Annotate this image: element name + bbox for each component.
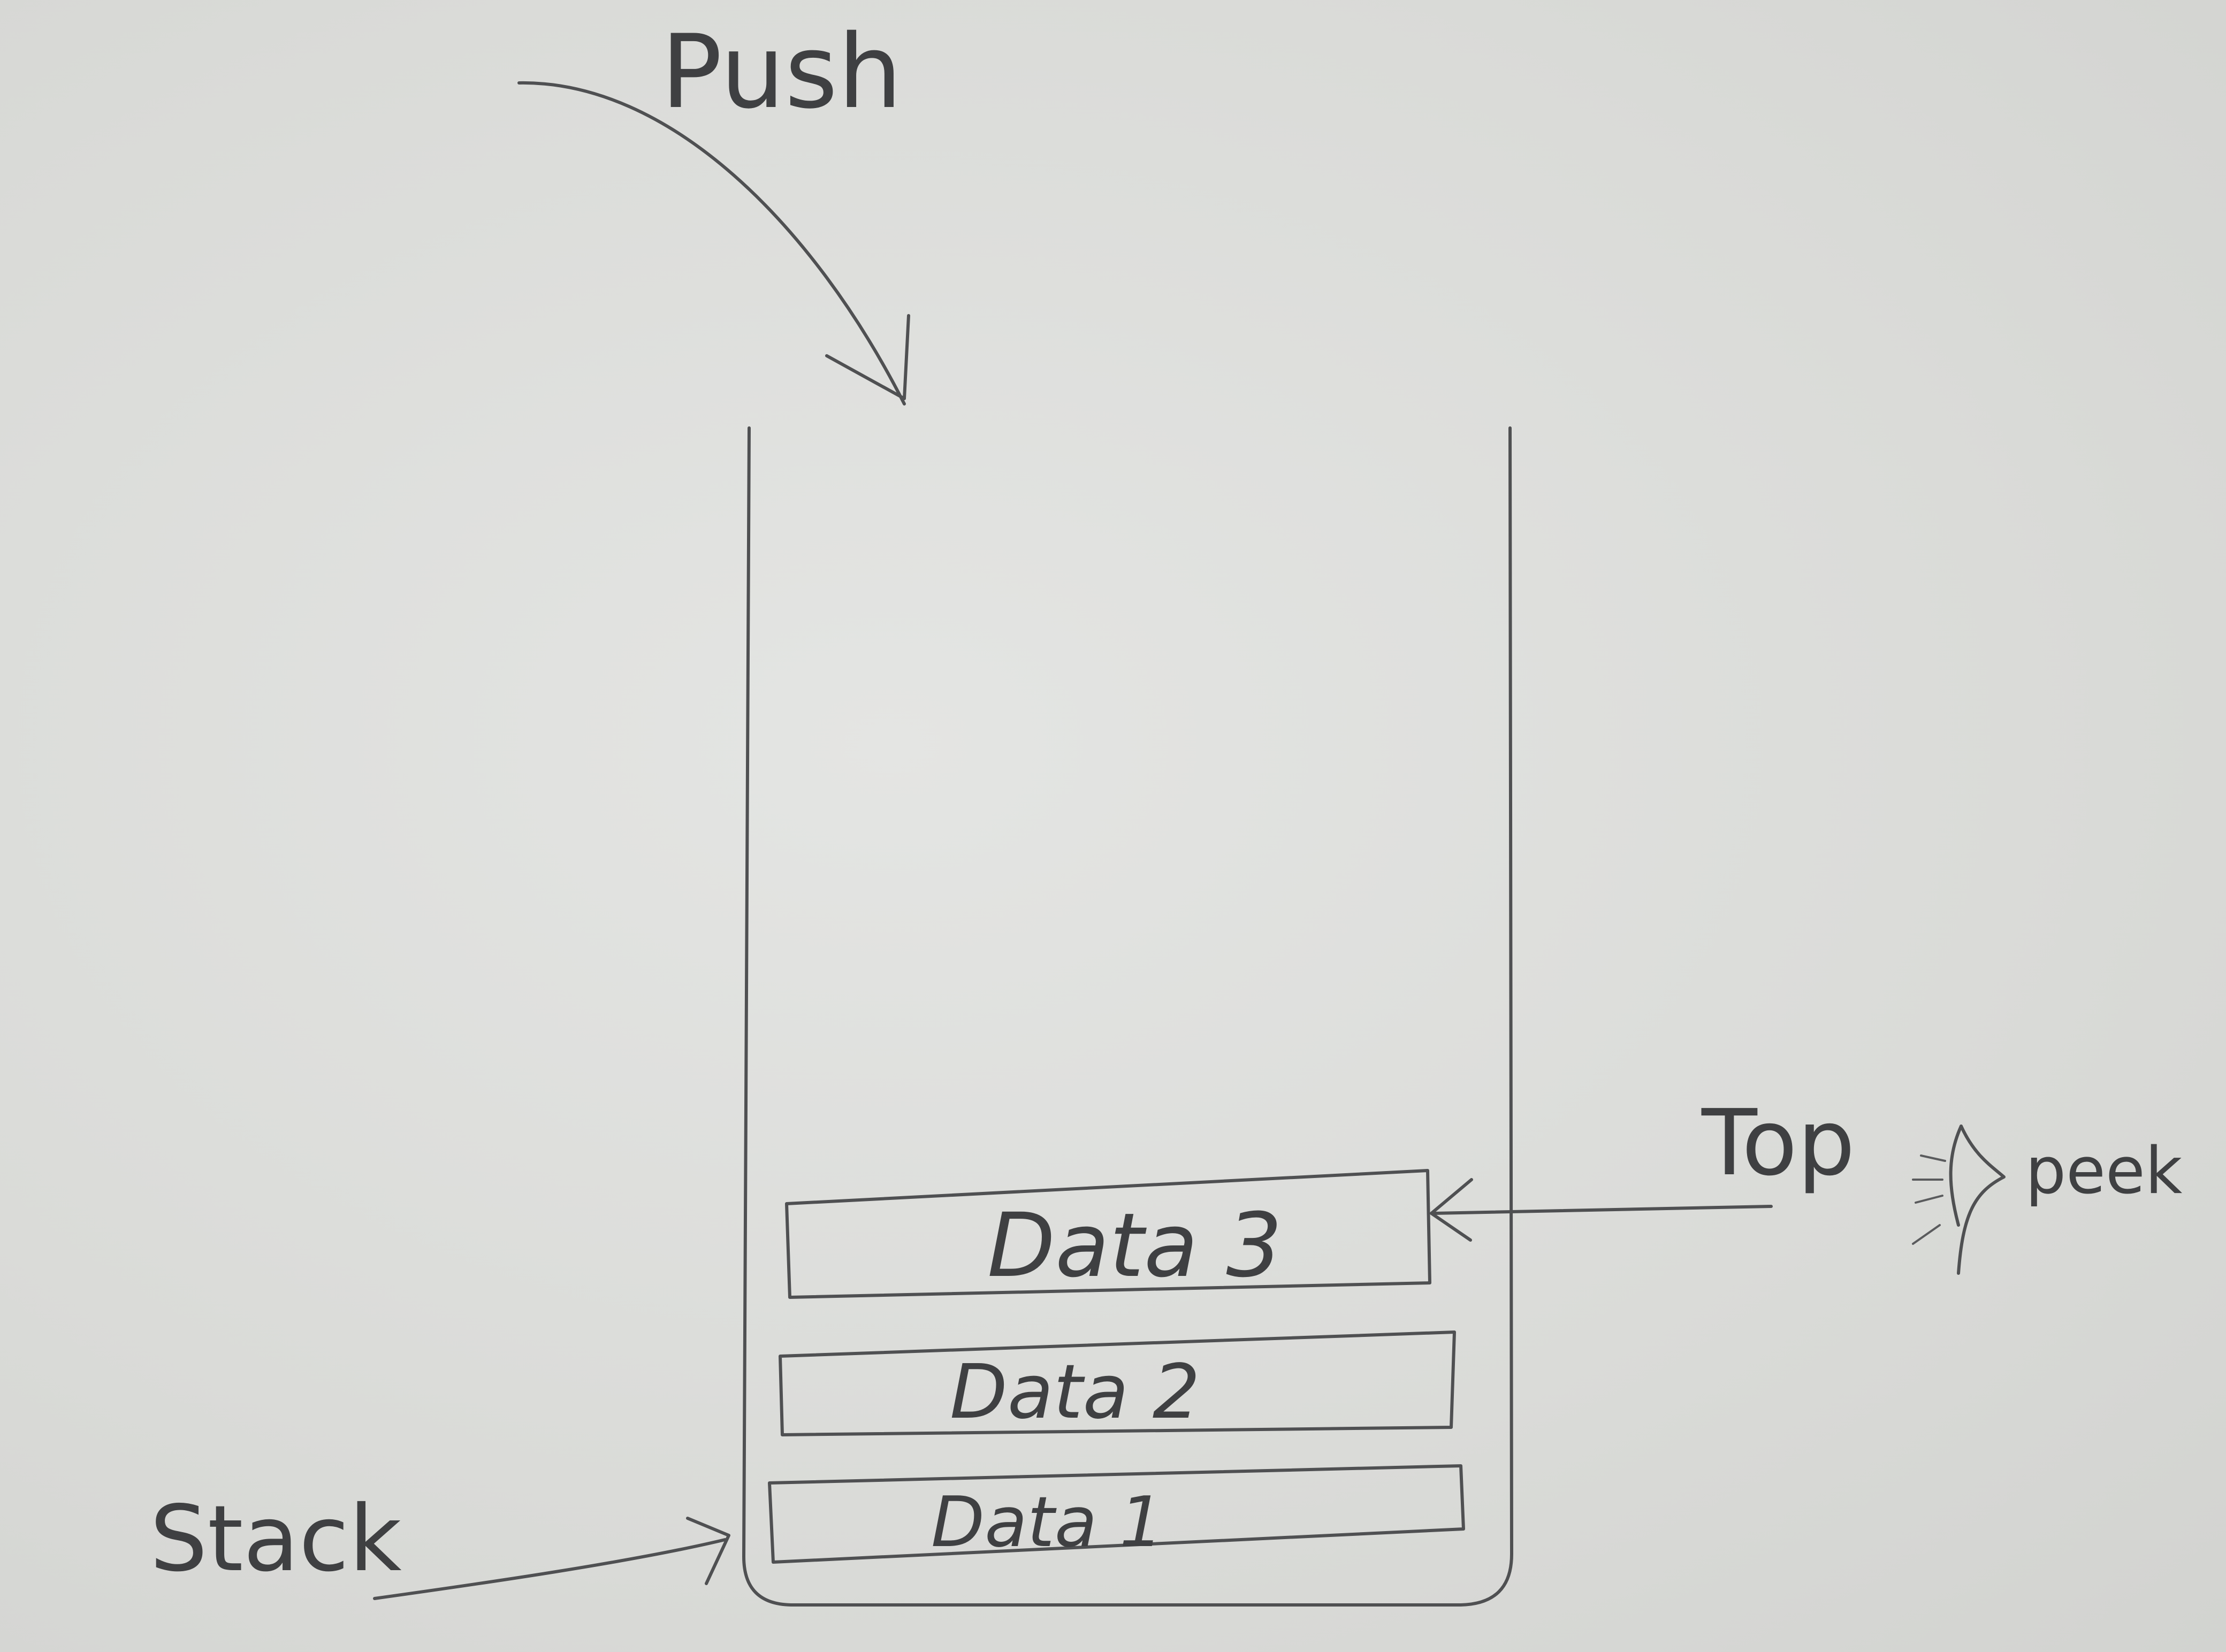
top-arrow-head [1430,1178,1473,1242]
top-label: Top [1701,1090,1855,1196]
push-arrow-head [825,314,910,400]
peek-label: peek [2025,1134,2183,1209]
stack-item-bottom: Data 1 [768,1464,1465,1564]
push-arrow [517,81,906,406]
top-arrow [1432,1205,1773,1215]
stack-item-label: Data 2 [950,1349,1200,1436]
stack-item-label: Data 3 [987,1194,1282,1297]
stack-item-middle: Data 2 [779,1330,1456,1436]
stack-item-top: Data 3 [785,1169,1431,1299]
eye-icon [1912,1125,2006,1275]
stack-container [742,426,1513,1607]
stack-label: Stack [150,1486,402,1592]
push-label: Push [661,13,902,131]
stack-item-box [785,1169,1431,1299]
stack-arrow-head [686,1517,730,1585]
stack-item-box [768,1464,1465,1564]
stack-item-box [779,1330,1456,1436]
stack-item-label: Data 1 [931,1481,1163,1563]
stack-arrow [373,1538,727,1600]
